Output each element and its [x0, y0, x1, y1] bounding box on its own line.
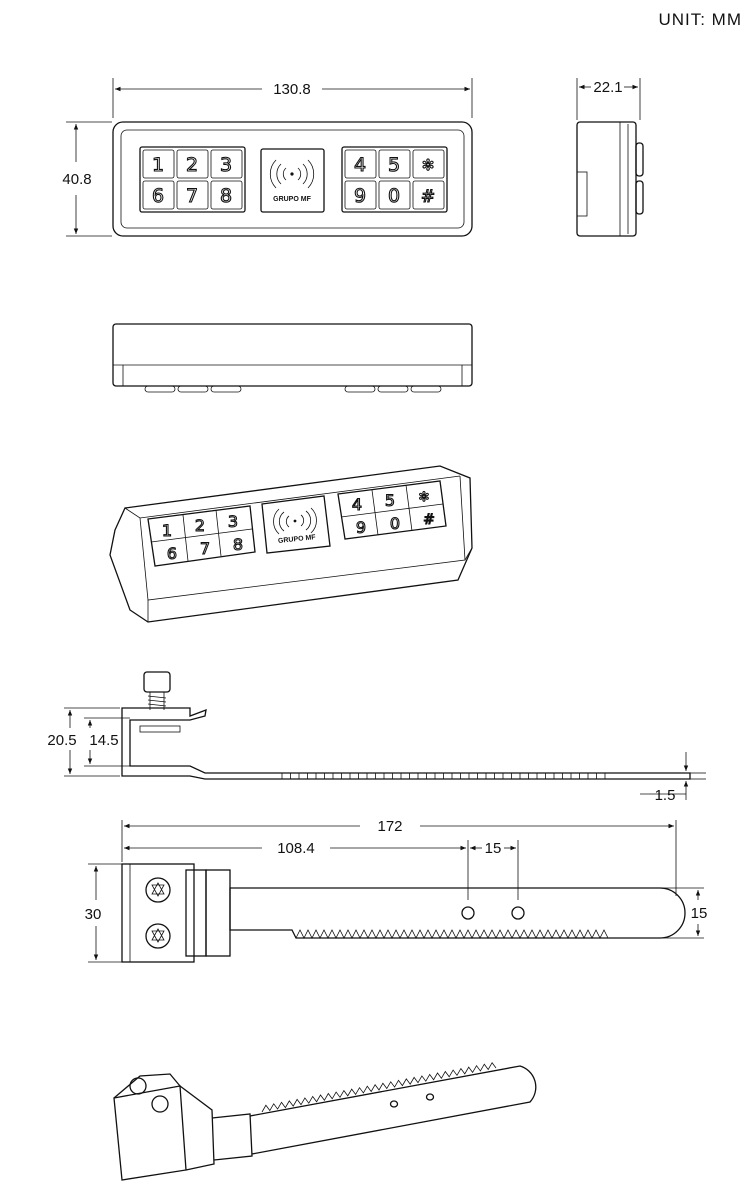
key-label: # — [421, 187, 435, 207]
brand-label: GRUPO MF — [273, 196, 311, 203]
key-label: 2 — [195, 516, 205, 535]
dim-hole-offset: 108.4 — [277, 840, 315, 857]
rfid-reader: GRUPO MF — [260, 148, 325, 213]
key-label: 8 — [220, 185, 232, 207]
rfid-icon — [293, 519, 297, 523]
keypad-top-view — [112, 323, 473, 393]
keypad-isometric-view: 1 2 3 6 7 8 GRUPO MF 4 5 ✻ 9 0 # — [109, 465, 473, 623]
strap-top-view: 172 108.4 15 30 15 — [85, 818, 708, 963]
rfid-icon — [290, 172, 294, 176]
key-label: 6 — [152, 185, 164, 207]
strap-teeth — [261, 1062, 497, 1113]
key-label: 9 — [356, 518, 366, 537]
key-label: 1 — [162, 521, 172, 540]
keypad-front-view: 130.8 40.8 1 2 3 6 7 8 — [62, 78, 473, 237]
key-label: ✻ — [422, 156, 435, 174]
dim-keypad-width: 130.8 — [273, 81, 311, 98]
key-label: 0 — [388, 185, 400, 207]
key-label: 7 — [200, 539, 210, 558]
key-label: 2 — [186, 154, 198, 176]
dim-strap-width: 15 — [691, 905, 708, 922]
screw-head-icon — [145, 923, 171, 949]
strap-isometric-view — [113, 1062, 537, 1181]
key-label: 3 — [228, 512, 238, 531]
key-label: 4 — [352, 495, 362, 514]
dim-keypad-height: 40.8 — [62, 171, 91, 188]
dim-strap-length: 172 — [377, 818, 402, 835]
strap-teeth — [281, 773, 606, 779]
dim-strap-thickness: 1.5 — [655, 787, 676, 804]
front-left-keys: 1 2 3 6 7 8 — [139, 146, 246, 213]
brand-label: GRUPO MF — [278, 534, 317, 545]
dim-keypad-depth: 22.1 — [593, 79, 622, 96]
key-label: 5 — [385, 491, 395, 510]
screw-head-icon — [145, 877, 171, 903]
key-label: 0 — [390, 514, 400, 533]
front-right-keys: 4 5 ✻ 9 0 # — [341, 146, 448, 213]
key-label: 9 — [354, 185, 366, 207]
dim-clamp-height-total: 20.5 — [47, 732, 76, 749]
unit-label: UNIT: MM — [658, 10, 742, 29]
key-label: # — [423, 512, 435, 528]
strap-teeth — [295, 929, 609, 939]
key-label: 5 — [388, 154, 400, 176]
key-label: 3 — [220, 154, 232, 176]
dim-hole-spacing: 15 — [485, 840, 502, 857]
keypad-side-view: 22.1 — [576, 78, 644, 237]
dim-clamp-width: 30 — [85, 906, 102, 923]
key-label: ✻ — [419, 490, 430, 505]
key-label: 6 — [167, 544, 177, 563]
key-label: 4 — [354, 154, 366, 176]
key-label: 8 — [233, 535, 243, 554]
dim-clamp-height-inner: 14.5 — [89, 732, 118, 749]
key-label: 7 — [186, 185, 198, 207]
strap-side-view: 20.5 14.5 1.5 — [47, 671, 706, 804]
key-label: 1 — [152, 154, 164, 176]
